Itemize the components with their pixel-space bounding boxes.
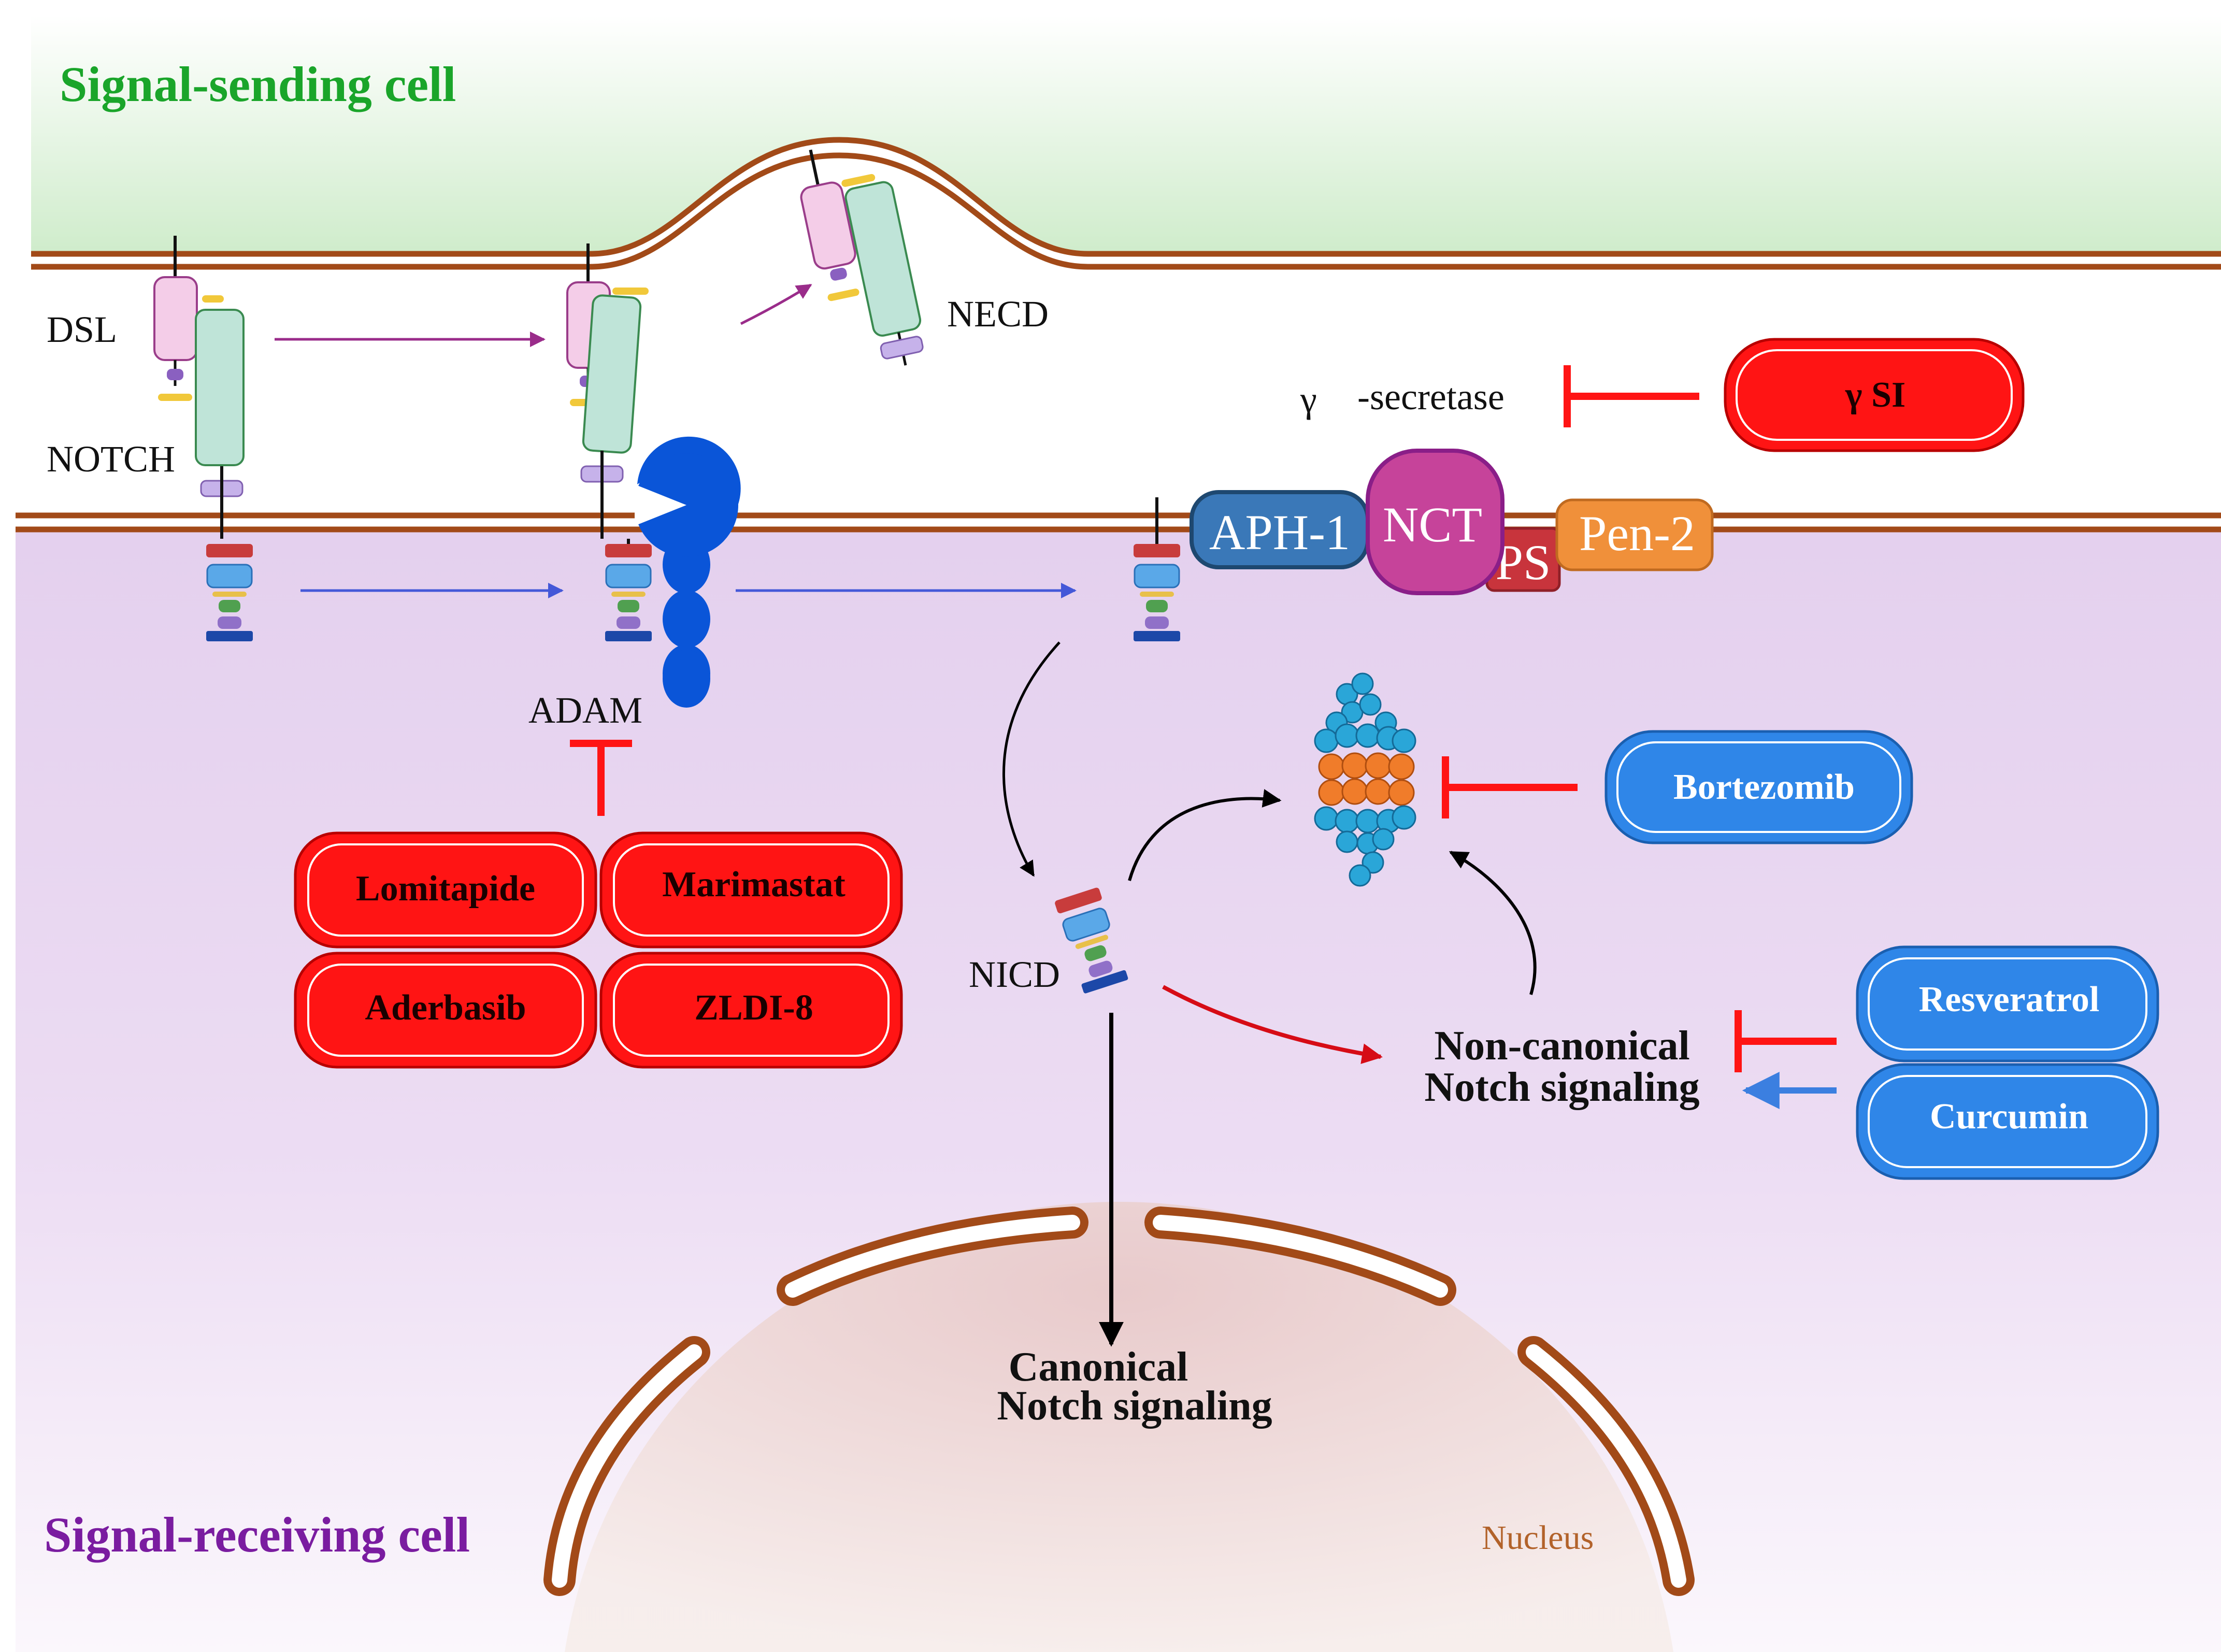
notch-receptor-ecd (195, 309, 245, 466)
arrow-to-nicd (1002, 641, 1061, 877)
receiving-cell-membrane (16, 512, 2221, 533)
zldi8-pill[interactable]: ZLDI-8 (599, 952, 903, 1069)
resveratrol-label: Resveratrol (1919, 980, 2100, 1019)
gamma-si-pill[interactable]: γ SI (1724, 338, 2025, 452)
gamma-secretase-text: -secretase (1357, 376, 1504, 418)
arrow-noncanonical-to-proteasome (1449, 851, 1537, 995)
zldi8-label: ZLDI-8 (694, 988, 813, 1028)
resveratrol-inhibition (1735, 1010, 1837, 1072)
adam-label: ADAM (528, 689, 642, 731)
lomitapide-pill[interactable]: Lomitapide (294, 831, 597, 949)
ps-label: PS (1496, 535, 1551, 590)
gamma-symbol: γ (1300, 379, 1317, 420)
aderbasib-pill[interactable]: Aderbasib (294, 952, 597, 1069)
nicd (1055, 887, 1128, 994)
adam-inhibitor-pills: Lomitapide Marimastat Aderbasib ZLDI-8 (294, 831, 903, 1069)
arrow-to-necd (740, 283, 812, 325)
proteasome (1314, 672, 1416, 887)
gamma-si-label: γ SI (1845, 375, 1905, 415)
adam-head (635, 453, 738, 557)
intercellular-space (31, 155, 2221, 515)
lomitapide-label: Lomitapide (356, 869, 535, 909)
gamma-inhibition (1564, 365, 1699, 427)
canonical-notch-signaling: Canonical Notch signaling (997, 1344, 1272, 1429)
curcumin-pill[interactable]: Curcumin (1856, 1063, 2159, 1180)
notch-intracellular-domain (206, 544, 253, 641)
dsl-notch-complex-2 (566, 243, 652, 641)
nucleus: Nucleus (543, 1202, 1695, 1652)
noncanonical-line1: Non-canonical (1434, 1023, 1689, 1069)
notch-stub-stage3 (1134, 497, 1180, 641)
noncanonical-notch-signaling: Non-canonical Notch signaling (1424, 1023, 1699, 1110)
signal-sending-cell (31, 16, 2221, 254)
necd-label: NECD (947, 293, 1049, 335)
gamma-secretase-label: γ -secretase (1300, 376, 1504, 420)
signal-sending-cell-title: Signal-sending cell (60, 56, 456, 112)
noncanonical-line2: Notch signaling (1424, 1065, 1699, 1110)
sending-cell-membrane (31, 137, 2221, 270)
nuclear-envelope (543, 1206, 1695, 1596)
aph1-subunit: APH-1 (1190, 490, 1370, 569)
dsl-label: DSL (47, 309, 117, 350)
adam-inhibition (570, 740, 632, 816)
canonical-line2: Notch signaling (997, 1383, 1272, 1429)
pen2-subunit: Pen-2 (1555, 498, 1714, 571)
bortezomib-inhibition (1442, 756, 1578, 818)
arrow-nicd-to-proteasome (1128, 789, 1282, 881)
nct-subunit: NCT (1366, 449, 1504, 595)
pen2-label: Pen-2 (1579, 506, 1695, 561)
notch-label: NOTCH (47, 438, 175, 480)
marimastat-pill[interactable]: Marimastat (599, 831, 903, 949)
bortezomib-label: Bortezomib (1673, 767, 1855, 807)
dsl-ligand (153, 276, 198, 361)
signal-receiving-cell-title: Signal-receiving cell (44, 1507, 470, 1562)
aph1-label: APH-1 (1209, 505, 1350, 560)
resveratrol-pill[interactable]: Resveratrol (1856, 945, 2159, 1062)
bortezomib-pill[interactable]: Bortezomib (1604, 730, 1913, 844)
nct-label: NCT (1383, 497, 1482, 552)
aderbasib-label: Aderbasib (365, 988, 526, 1028)
dsl-notch-complex-1 (153, 236, 253, 641)
curcumin-label: Curcumin (1930, 1097, 2088, 1137)
marimastat-label: Marimastat (662, 865, 846, 904)
canonical-line1: Canonical (1009, 1344, 1188, 1390)
nicd-label: NICD (969, 954, 1060, 995)
nucleus-label: Nucleus (1482, 1519, 1594, 1557)
arrow-nicd-to-noncanonical (1162, 985, 1383, 1064)
gamma-secretase-complex: APH-1 PS Pen-2 NCT (1190, 449, 1714, 595)
necd-complex (800, 149, 924, 366)
